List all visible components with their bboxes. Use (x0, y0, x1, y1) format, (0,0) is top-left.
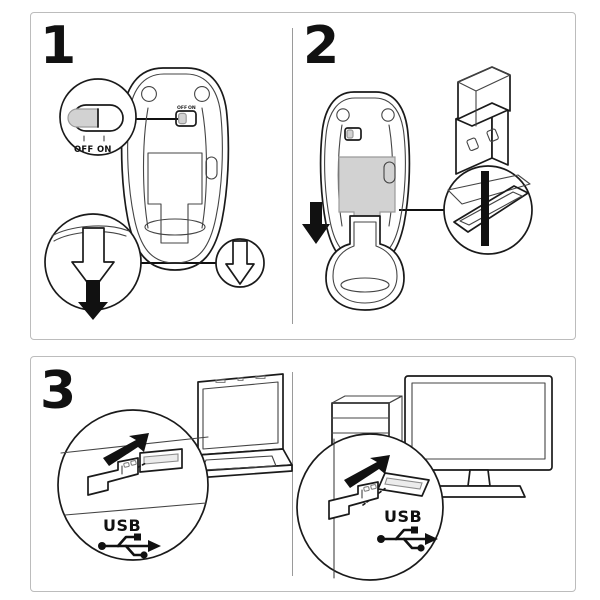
laptop (181, 373, 293, 480)
laptop-usb-closeup: USB (57, 409, 209, 561)
sensor-window-2 (383, 161, 396, 184)
panel-divider-bottom (292, 372, 294, 576)
usb-receiver-3d (455, 66, 511, 175)
sensor-window (205, 156, 218, 180)
switch-closeup: OFF ON (59, 78, 137, 156)
switch-housing-2 (344, 127, 362, 141)
receiver-cap-top (457, 66, 511, 92)
mouse-rear-oval (144, 218, 206, 236)
monitor-frame (404, 375, 553, 471)
cover-slide-arrow-outline (225, 240, 255, 285)
monitor-screen (411, 382, 546, 460)
battery-cover-piece (325, 215, 405, 311)
usb-receiver-plug (87, 457, 139, 496)
step-number-3: 3 (40, 361, 77, 421)
insert-arrow-desktop (344, 455, 390, 488)
insert-arrow (103, 433, 149, 466)
switch-label-on: ON (97, 144, 112, 154)
bay-surface-plane (447, 174, 531, 205)
bay-arrow-shaft (481, 171, 489, 246)
plug-hole-1 (123, 462, 130, 468)
laptop-bezel-mark-2 (237, 377, 244, 381)
usb-label: USB (103, 516, 141, 535)
desktop-usb-closeup: USB (296, 433, 444, 581)
panel-3-desktop-artwork: USB (292, 356, 576, 592)
receiver-bay-closeup (443, 165, 533, 255)
switch-knob (178, 112, 187, 125)
switch-closeup-knob (67, 108, 99, 128)
battery-cover-detached[interactable] (325, 215, 405, 311)
laptop-closeup-circle (57, 409, 209, 561)
mouse-left-crease-2 (337, 124, 343, 227)
plug-hole-2 (130, 460, 137, 466)
panel-divider-top (292, 28, 294, 324)
switch-knob-2 (346, 129, 354, 139)
receiver-contact-2 (486, 128, 499, 143)
closeup-arrow-solid (78, 280, 108, 320)
switch-on-marker: ON (188, 105, 196, 111)
cover-slide-arrow-circle (215, 238, 265, 288)
mouse-foot-right (194, 86, 210, 102)
usb-trident-icon-desktop (377, 526, 438, 552)
usb-label-desktop: USB (384, 507, 422, 526)
laptop-screen-back (197, 373, 284, 456)
plug-hole-1-desktop (363, 486, 370, 492)
port-opening-desktop (377, 472, 430, 497)
battery-cover-outline (147, 152, 203, 244)
port-tongue-desktop (384, 477, 423, 490)
closeup-cover-edge-1 (51, 225, 130, 237)
laptop-screen-display (202, 381, 279, 450)
mouse-foot-right-2 (381, 108, 395, 122)
power-switch-on-mouse-2[interactable] (344, 127, 362, 141)
usb-trident-icon (98, 533, 161, 559)
power-switch-on-mouse[interactable]: OFF ON (175, 105, 197, 127)
switch-label-off: OFF (74, 144, 93, 154)
laptop-bezel-mark-3 (255, 375, 266, 379)
step-number-1: 1 (40, 16, 77, 76)
mouse-bottom: OFF ON (120, 67, 230, 271)
closeup-arrow-outline (71, 227, 115, 291)
cover-removal-arrow (302, 202, 330, 244)
bay-slot-outer (453, 185, 529, 233)
mouse-foot-left-2 (336, 108, 350, 122)
monitor-base (432, 485, 526, 498)
monitor-neck (467, 469, 491, 487)
port-tongue (143, 453, 179, 465)
cover-grip-oval (340, 277, 390, 293)
usb-a-port-desktop (377, 472, 430, 497)
panel-3-laptop-artwork: USB (30, 356, 293, 592)
bay-slot-inner (459, 191, 523, 226)
panel-2-artwork (292, 12, 576, 340)
cover-slide-closeup (44, 213, 142, 320)
mouse-outer-shell (120, 67, 230, 271)
mouse-foot-left (141, 86, 157, 102)
battery-cover-inner (332, 221, 398, 304)
switch-housing (175, 110, 197, 127)
plug-hole-2-desktop (370, 484, 377, 490)
switch-off-marker: OFF (177, 105, 187, 111)
mouse-left-crease (142, 107, 149, 229)
usb-receiver-plug-desktop (328, 481, 379, 520)
closeup-edge-bottom (64, 502, 207, 516)
panel-1-artwork: OFF ON OFF ON (30, 12, 292, 340)
receiver-contact-1 (466, 137, 479, 152)
step-number-2: 2 (303, 16, 340, 76)
laptop-bezel-mark-1 (215, 379, 226, 383)
